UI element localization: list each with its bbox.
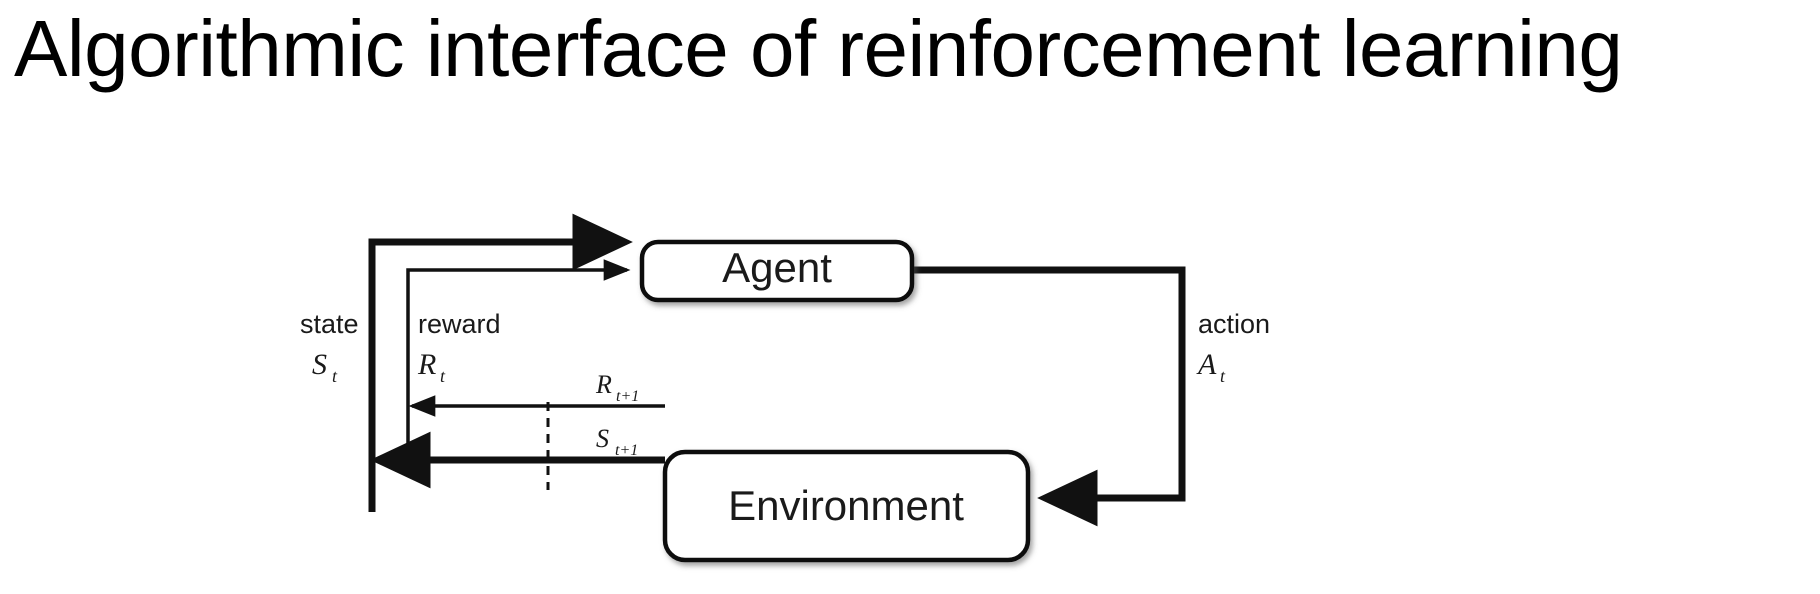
state-symbol-group: S t — [312, 348, 338, 386]
reward-symbol-group: R t — [417, 348, 446, 386]
action-arrow-path — [912, 266, 1186, 527]
environment-node: Environment — [662, 449, 1031, 563]
reward-next-subscript: t+1 — [616, 388, 639, 405]
action-subscript: t — [1220, 366, 1226, 386]
reward-next-symbol-group: R t+1 — [595, 370, 639, 405]
action-symbol-group: A t — [1196, 348, 1226, 386]
reward-symbol: R — [417, 348, 436, 381]
agent-node: Agent — [639, 239, 915, 303]
reward-arrow-path — [406, 259, 631, 458]
rl-diagram-container: Agent Environment state S t reward R t a… — [0, 150, 1450, 594]
state-next-symbol-group: S t+1 — [596, 424, 638, 459]
state-next-subscript: t+1 — [615, 442, 638, 459]
action-symbol: A — [1196, 348, 1217, 381]
environment-label: Environment — [728, 482, 964, 529]
state-subscript: t — [332, 366, 338, 386]
environment-box — [662, 449, 1031, 563]
state-symbol: S — [312, 348, 327, 381]
reward-subscript: t — [440, 366, 446, 386]
state-label: state — [300, 309, 359, 339]
state-arrow-path — [368, 213, 633, 512]
reward-next-symbol: R — [595, 370, 612, 399]
page-title: Algorithmic interface of reinforcement l… — [14, 4, 1623, 93]
agent-label: Agent — [722, 244, 832, 291]
action-label: action — [1198, 309, 1270, 339]
state-next-symbol: S — [596, 424, 609, 453]
agent-box — [639, 239, 915, 303]
reward-label: reward — [418, 309, 501, 339]
agent-environment-loop-svg: Agent Environment state S t reward R t a… — [300, 213, 1270, 563]
